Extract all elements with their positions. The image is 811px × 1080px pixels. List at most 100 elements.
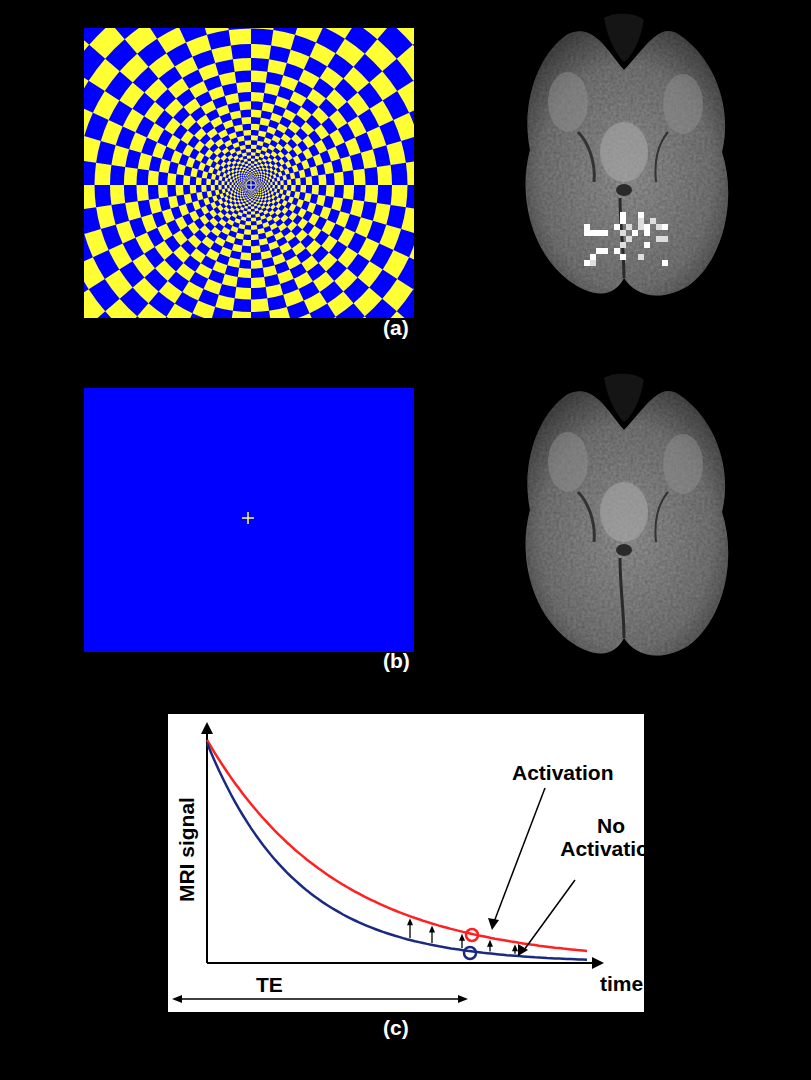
checker-cell (241, 193, 243, 195)
checker-cell (235, 165, 239, 169)
checker-cell (144, 78, 167, 101)
checker-cell (198, 63, 219, 81)
checker-cell (251, 225, 257, 230)
checker-cell (251, 217, 256, 221)
axis-label: TE (256, 973, 283, 996)
axis-label: time (600, 972, 643, 995)
checker-cell (291, 313, 316, 318)
checker-cell (245, 175, 247, 177)
checker-cell (237, 181, 239, 183)
checker-cell (242, 187, 243, 189)
checker-cell (299, 69, 320, 88)
checker-cell (234, 124, 243, 132)
checker-cell (257, 177, 259, 179)
checker-cell (265, 167, 269, 171)
checker-cell (251, 168, 254, 170)
checker-cell (110, 185, 125, 205)
checker-cell (240, 252, 251, 260)
checker-cell (268, 144, 276, 151)
checker-cell (247, 193, 249, 194)
checker-cell (125, 201, 141, 221)
checker-cell (201, 101, 216, 115)
checker-cell (243, 166, 246, 169)
checker-cell (248, 166, 251, 168)
checker-cell (218, 199, 224, 205)
checker-cell (261, 176, 263, 178)
checker-cell (211, 174, 216, 180)
checker-cell (179, 204, 190, 216)
checker-cell (282, 175, 287, 181)
checker-cell (251, 92, 264, 102)
checker-cell (244, 206, 248, 209)
checker-cell (318, 174, 326, 185)
checker-cell (220, 247, 232, 257)
checker-cell (228, 132, 237, 140)
checker-cell (226, 192, 230, 196)
checker-cell (259, 209, 264, 213)
checker-cell (323, 28, 355, 39)
checker-cell (331, 197, 343, 211)
checker-cell (256, 196, 258, 198)
checker-cell (257, 191, 259, 193)
checker-cell (249, 190, 250, 192)
checker-cell (273, 164, 278, 170)
checker-cell (327, 146, 340, 161)
checker-cell (285, 153, 293, 161)
checker-cell (249, 177, 250, 179)
checker-cell (301, 255, 318, 272)
checker-cell (111, 145, 129, 167)
checker-cell (257, 228, 265, 234)
checker-cell (275, 96, 290, 109)
checker-cell (251, 177, 252, 179)
checker-cell (228, 175, 231, 179)
checker-cell (300, 185, 306, 193)
checker-cell (265, 185, 267, 187)
checker-cell (225, 93, 239, 105)
checker-cell (282, 200, 288, 207)
checker-cell (294, 191, 300, 199)
checker-cell (251, 158, 255, 161)
checker-cell (303, 148, 313, 159)
checker-cell (316, 195, 325, 207)
checker-cell (155, 260, 176, 281)
activation-voxel (662, 224, 668, 230)
checker-cell (227, 154, 233, 160)
checker-cell (149, 53, 175, 78)
checker-cell (276, 203, 282, 209)
checker-cell (200, 215, 210, 225)
checker-cell (262, 102, 275, 113)
checker-cell (284, 168, 290, 175)
checker-cell (211, 227, 221, 237)
checker-cell (319, 253, 338, 272)
checker-cell (243, 197, 246, 199)
checker-cell (260, 163, 264, 167)
checker-cell (291, 134, 302, 145)
checker-cell (255, 176, 257, 178)
checker-cell (272, 254, 286, 266)
checker-cell (286, 255, 301, 269)
checker-cell (292, 242, 306, 255)
checker-cell (149, 198, 162, 214)
activation-voxel (644, 230, 650, 236)
checker-cell (237, 136, 245, 142)
checker-cell (258, 192, 260, 194)
checker-cell (231, 173, 234, 177)
increase-arrowhead (429, 925, 435, 932)
checker-cell (260, 185, 261, 187)
checker-cell (323, 161, 334, 174)
checker-cell (227, 188, 230, 192)
activation-voxel (620, 230, 626, 236)
checker-cell (138, 153, 152, 171)
checker-cell (157, 28, 186, 53)
checker-cell (251, 124, 260, 131)
activation-voxel (620, 242, 626, 248)
checker-cell (267, 158, 273, 163)
checker-cell (242, 184, 244, 185)
checker-cell (302, 136, 314, 149)
te-arrowhead (172, 995, 182, 1003)
checker-cell (304, 193, 312, 202)
checker-cell (233, 58, 251, 72)
checker-cell (270, 223, 278, 231)
checker-cell (237, 200, 241, 203)
checker-cell (247, 179, 248, 180)
